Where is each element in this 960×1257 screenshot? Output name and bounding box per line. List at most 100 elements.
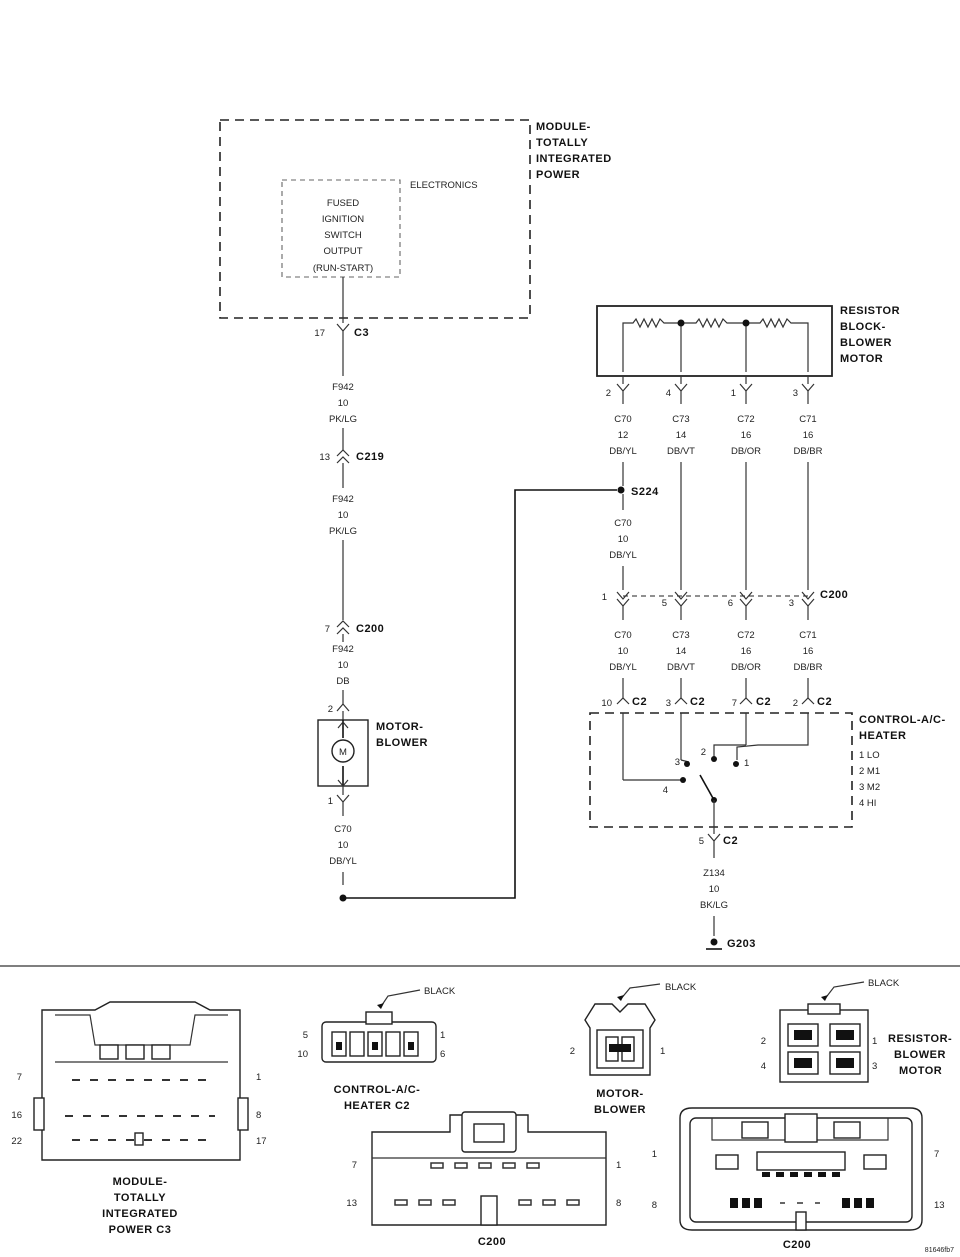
- c2-label-1: C2: [632, 696, 647, 708]
- c200b-view-pin-7: 7: [934, 1149, 939, 1160]
- fused-text-3: SWITCH: [324, 230, 362, 241]
- tipm-title-4: POWER: [536, 169, 580, 181]
- lower-wire-3-code: C72: [737, 630, 754, 641]
- upper-wire-2-color: DB/VT: [667, 446, 695, 457]
- motor-title-2: BLOWER: [376, 737, 428, 749]
- c200-right-label: C200: [820, 589, 848, 601]
- c200a-view-pin-8: 8: [616, 1198, 621, 1209]
- view-c200-a: 7 1 13 8 C200: [346, 1111, 621, 1248]
- motor-view-pin-1: 1: [660, 1046, 665, 1057]
- f942-b-1: F942: [332, 494, 354, 505]
- z134-1: Z134: [703, 868, 725, 879]
- resistor-pin-4: 4: [666, 388, 671, 399]
- resistor-title-1: RESISTOR: [840, 305, 900, 317]
- view-c200-b: 1 7 8 13 C200: [652, 1107, 945, 1251]
- motor-bottom-pin: 1: [328, 796, 333, 807]
- motor-symbol: M: [339, 747, 347, 758]
- upper-wire-2-gauge: 14: [676, 430, 687, 441]
- control-view-title-1: CONTROL-A/C-: [334, 1084, 421, 1096]
- c200b-view-pin-8: 8: [652, 1200, 657, 1211]
- lower-wire-4-color: DB/BR: [793, 662, 822, 673]
- view-tipm-c3: 7 1 16 8 22 17 MODULE- TOTALLY INTEGRATE…: [11, 1001, 267, 1236]
- c200b-view-title: C200: [783, 1239, 811, 1251]
- resistor-view-pin-2: 2: [761, 1036, 766, 1047]
- switch-label-4: 4: [663, 785, 668, 796]
- resistor-view-pin-4: 4: [761, 1061, 766, 1072]
- lower-wire-4-code: C71: [799, 630, 816, 641]
- c70-bottom-3: DB/YL: [329, 856, 356, 867]
- control-view-pin-10: 10: [297, 1049, 308, 1060]
- lower-wire-3-color: DB/OR: [731, 662, 761, 673]
- lower-wire-2-color: DB/VT: [667, 662, 695, 673]
- ground-label: G203: [727, 938, 756, 950]
- lower-wire-1-color: DB/YL: [609, 662, 636, 673]
- tipm-title-3: INTEGRATED: [536, 153, 612, 165]
- col-3: 1 C72 16 DB/OR: [731, 376, 761, 590]
- motor-view-pin-2: 2: [570, 1046, 575, 1057]
- tipm-view-pin-17: 17: [256, 1136, 267, 1147]
- lower-wire-4-gauge: 16: [803, 646, 814, 657]
- tipm-title-2: TOTALLY: [536, 137, 588, 149]
- lower-wire-1-gauge: 10: [618, 646, 629, 657]
- tipm-view-title-1: MODULE-: [113, 1176, 168, 1188]
- tipm-view-pin-1: 1: [256, 1072, 261, 1083]
- lower-wire-2-code: C73: [672, 630, 689, 641]
- view-control-c2: BLACK 5 1 10 6 CONTROL-A/C- HEATER C2: [297, 986, 455, 1112]
- c200-right-pin-5: 5: [662, 598, 667, 609]
- control-view-pin-1: 1: [440, 1030, 445, 1041]
- legend-lo: 1 LO: [859, 750, 880, 761]
- upper-wire-1-gauge: 12: [618, 430, 629, 441]
- resistor-view-color: BLACK: [868, 978, 900, 989]
- f942-a-3: PK/LG: [329, 414, 357, 425]
- c200a-view-pin-13: 13: [346, 1198, 357, 1209]
- resistor-block: RESISTOR BLOCK- BLOWER MOTOR: [596, 305, 900, 377]
- splice-wire-color: DB/YL: [609, 550, 636, 561]
- upper-wire-3-color: DB/OR: [731, 446, 761, 457]
- resistor-view-pin-3: 3: [872, 1061, 877, 1072]
- legend-m1: 2 M1: [859, 766, 880, 777]
- f942-b-2: 10: [338, 510, 349, 521]
- tipm-view-pin-7: 7: [17, 1072, 22, 1083]
- upper-wire-1-code: C70: [614, 414, 631, 425]
- c200a-view-pin-7: 7: [352, 1160, 357, 1171]
- figure-id: 81646fb7: [925, 1247, 954, 1254]
- resistor-pin-3: 3: [793, 388, 798, 399]
- c2-label-2: C2: [690, 696, 705, 708]
- f942-b-3: PK/LG: [329, 526, 357, 537]
- splice-wire-gauge: 10: [618, 534, 629, 545]
- c2-bottom-pin: 5: [699, 836, 704, 847]
- tipm-view-title-2: TOTALLY: [114, 1192, 166, 1204]
- control-view-title-2: HEATER C2: [344, 1100, 410, 1112]
- tipm-module: MODULE- TOTALLY INTEGRATED POWER ELECTRO…: [219, 119, 612, 319]
- c2-label-4: C2: [817, 696, 832, 708]
- motor-view-title-1: MOTOR-: [596, 1088, 643, 1100]
- upper-wire-2-code: C73: [672, 414, 689, 425]
- resistor-wires: 2 C70 12 DB/YL S224 C70 10 DB/YL 4 C73 1…: [606, 376, 823, 590]
- c200b-view-pin-1: 1: [652, 1149, 657, 1160]
- c219-pin: 13: [319, 452, 330, 463]
- c200-right-pin-3: 3: [789, 598, 794, 609]
- fused-text-1: FUSED: [327, 198, 359, 209]
- c200b-view-pin-13: 13: [934, 1200, 945, 1211]
- c200-right-connector: 1 5 6 3 C200: [602, 589, 848, 609]
- col-1: 2 C70 12 DB/YL S224 C70 10 DB/YL: [606, 376, 659, 590]
- c200-right-pin-6: 6: [728, 598, 733, 609]
- s224-label: S224: [631, 486, 659, 498]
- ground-circuit: 5 C2 Z134 10 BK/LG G203: [699, 827, 756, 950]
- c70-bottom-2: 10: [338, 840, 349, 851]
- c2-pin-10: 10: [601, 698, 612, 709]
- lower-wire-2-gauge: 14: [676, 646, 687, 657]
- tipm-title-1: MODULE-: [536, 121, 591, 133]
- tipm-view-title-4: POWER C3: [109, 1224, 172, 1236]
- tipm-view-title-3: INTEGRATED: [102, 1208, 178, 1220]
- f942-a-1: F942: [332, 382, 354, 393]
- motor-top-pin: 2: [328, 704, 333, 715]
- resistor-view-title-1: RESISTOR-: [888, 1033, 952, 1045]
- z134-2: 10: [709, 884, 720, 895]
- view-resistor: BLACK 2 1 4 3 RESISTOR- BLOWER MOTOR: [761, 978, 952, 1083]
- motor-view-color: BLACK: [665, 982, 697, 993]
- fused-text-2: IGNITION: [322, 214, 364, 225]
- c2-bottom-label: C2: [723, 835, 738, 847]
- legend-m2: 3 M2: [859, 782, 880, 793]
- upper-wire-4-code: C71: [799, 414, 816, 425]
